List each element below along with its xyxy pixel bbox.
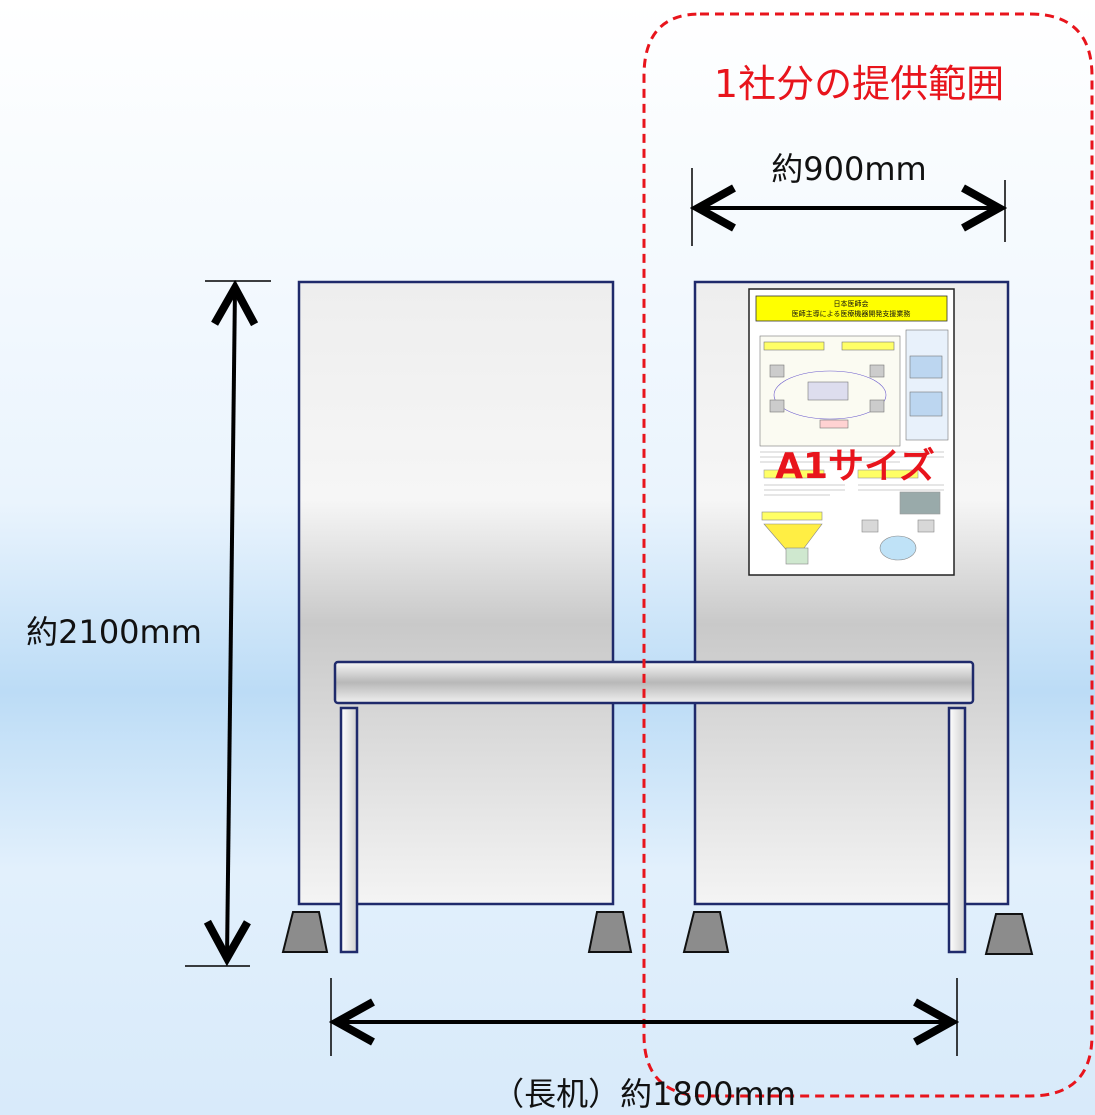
poster-header-line1: 日本医師会 [834,299,869,308]
poster: 日本医師会 医師主導による医療機器開発支援業務 [748,288,955,576]
dimension-2100 [185,281,271,967]
foot-1 [281,911,329,953]
dimension-900 [692,168,1005,246]
height-2100-label: 約2100mm [26,613,202,651]
poster-size-label: A1サイズ [775,445,935,487]
foot-2 [587,911,633,953]
scope-outline [642,12,1094,1098]
scope-title: 1社分の提供範囲 [714,62,1004,106]
foot-4 [984,913,1034,955]
foot-3 [682,911,730,953]
poster-diagram [759,329,949,447]
table-leg-left [339,706,359,954]
arrow-2100 [227,288,235,958]
poster-header-line2: 医師主導による医療機器開発支援業務 [792,309,911,318]
dimension-1800 [331,978,957,1056]
width-900-label: 約900mm [771,150,926,188]
length-1800-label: （長机）約1800mm [492,1075,796,1113]
poster-header [755,295,948,322]
table-leg-right [947,706,967,954]
panel-feet [281,911,1034,955]
table-top [333,660,975,705]
poster-bottom-figures [761,511,935,565]
poster-text-block [760,451,944,515]
